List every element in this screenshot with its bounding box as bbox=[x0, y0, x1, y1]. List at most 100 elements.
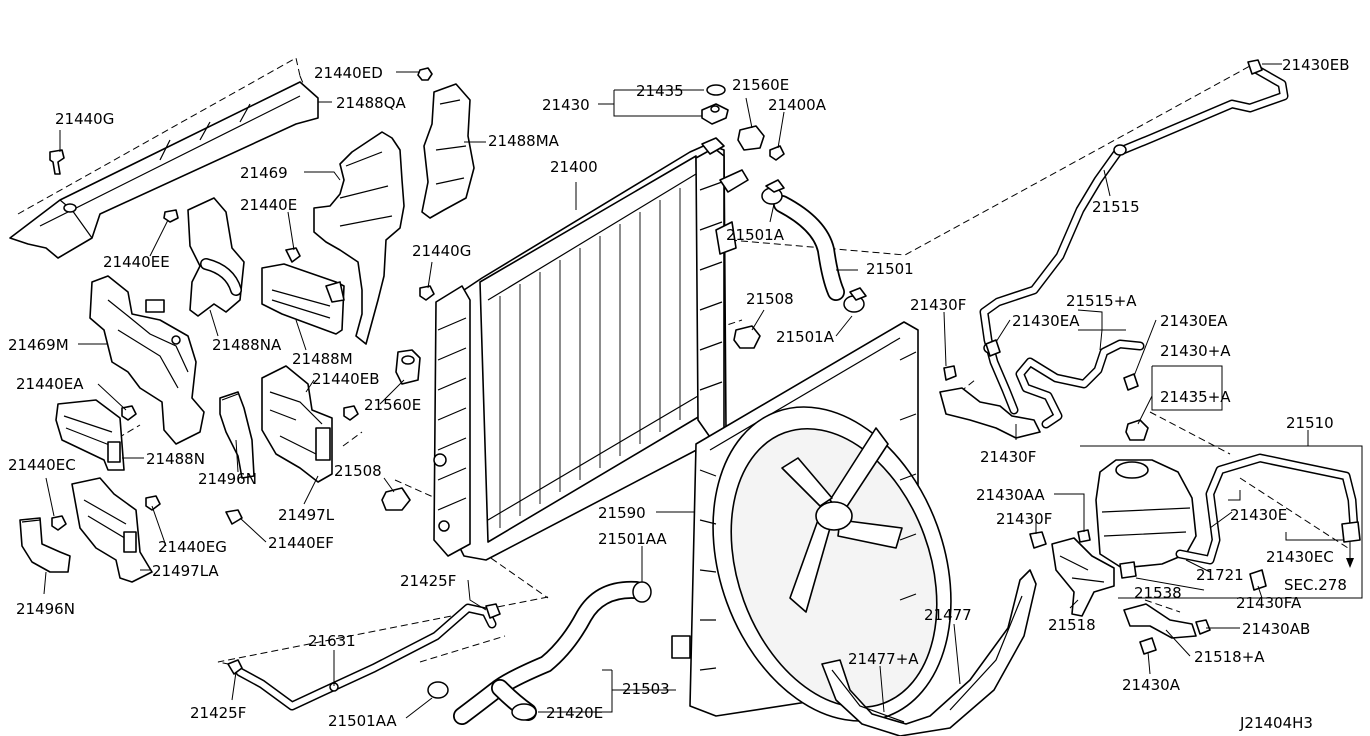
label-21510: 21510 bbox=[1286, 414, 1334, 432]
clip-21440E bbox=[285, 247, 301, 263]
clamp-21501A-bottom bbox=[843, 287, 867, 313]
label-21430A: 21430A bbox=[1122, 676, 1181, 694]
clamp-21501A-top bbox=[761, 179, 785, 205]
cap-21430 bbox=[701, 103, 729, 125]
leader-lines bbox=[43, 63, 1344, 719]
label-21469M: 21469M bbox=[8, 336, 69, 354]
label-21508-right: 21508 bbox=[746, 290, 794, 308]
label-21430F-middle: 21430F bbox=[980, 448, 1036, 466]
label-21430plusA: 21430+A bbox=[1160, 342, 1231, 360]
label-21440EA: 21440EA bbox=[16, 375, 84, 393]
label-21430F-upper: 21430F bbox=[910, 296, 966, 314]
label-21435: 21435 bbox=[636, 82, 684, 100]
label-21440E: 21440E bbox=[240, 196, 297, 214]
label-21440EE: 21440EE bbox=[103, 253, 170, 271]
shield-21488N bbox=[55, 399, 125, 471]
label-21560E-top: 21560E bbox=[732, 76, 789, 94]
label-21503: 21503 bbox=[622, 680, 670, 698]
deflector-21488MA bbox=[421, 83, 475, 219]
label-21400: 21400 bbox=[550, 158, 598, 176]
seal-21435 bbox=[706, 84, 726, 96]
clip-21430FA bbox=[1249, 569, 1267, 591]
label-21400A: 21400A bbox=[768, 96, 827, 114]
label-21560E-left: 21560E bbox=[364, 396, 421, 414]
upper-air-guide-21488QA bbox=[9, 81, 319, 259]
label-21501: 21501 bbox=[866, 260, 914, 278]
hose-clamp-21425F-end bbox=[227, 603, 501, 675]
mount-21560E-left bbox=[395, 349, 421, 385]
label-21430EA-left: 21430EA bbox=[1012, 312, 1080, 330]
label-21501AA-top: 21501AA bbox=[598, 530, 667, 548]
connector-21420E bbox=[511, 703, 537, 721]
clamp-21501AA-top bbox=[632, 581, 652, 603]
shield-21497LA bbox=[71, 477, 153, 583]
fan-shroud-21590 bbox=[671, 321, 952, 722]
label-21440G-left: 21440G bbox=[55, 110, 114, 128]
cap-21430plusA bbox=[1125, 419, 1149, 441]
diagram-code: J21404H3 bbox=[1239, 714, 1313, 732]
clip-21440EC bbox=[51, 515, 67, 531]
duct-21488NA bbox=[187, 197, 245, 317]
clip-21440G-left bbox=[49, 149, 65, 175]
clip-21430EA-left bbox=[985, 339, 1001, 357]
label-21440EG: 21440EG bbox=[158, 538, 227, 556]
mount-21560E-top bbox=[737, 125, 765, 151]
label-21435plusA: 21435+A bbox=[1160, 388, 1231, 406]
label-21508-left: 21508 bbox=[334, 462, 382, 480]
bolt-21430AA bbox=[1077, 529, 1091, 543]
lower-hose-21503 bbox=[453, 580, 645, 725]
label-21488M: 21488M bbox=[292, 350, 353, 368]
clip-21430EB bbox=[1247, 59, 1263, 75]
bracket-21488M bbox=[261, 263, 345, 335]
label-21430EA-right: 21430EA bbox=[1160, 312, 1228, 330]
upper-hose-21501 bbox=[773, 195, 845, 301]
bolt-21400A bbox=[769, 145, 785, 161]
label-21469: 21469 bbox=[240, 164, 288, 182]
label-21515plusA: 21515+A bbox=[1066, 292, 1137, 310]
label-21496N-lower: 21496N bbox=[16, 600, 75, 618]
bracket-21430F-upper bbox=[939, 365, 1041, 439]
label-21518: 21518 bbox=[1048, 616, 1096, 634]
duct-21496N-upper bbox=[219, 391, 255, 479]
mount-21508-right bbox=[733, 325, 761, 349]
label-21496N-upper: 21496N bbox=[198, 470, 257, 488]
radiator-21400 bbox=[433, 137, 749, 561]
label-21488MA: 21488MA bbox=[488, 132, 560, 150]
clip-21440EF bbox=[225, 509, 243, 525]
clip-21430EA-right bbox=[1123, 373, 1139, 391]
label-SEC278: SEC.278 bbox=[1284, 576, 1347, 594]
label-21430FA: 21430FA bbox=[1236, 594, 1302, 612]
air-duct-21477 bbox=[821, 569, 1037, 736]
label-21430: 21430 bbox=[542, 96, 590, 114]
label-21518plusA: 21518+A bbox=[1194, 648, 1265, 666]
clip-21440EB bbox=[343, 405, 359, 421]
label-21497L: 21497L bbox=[278, 506, 335, 524]
label-21515: 21515 bbox=[1092, 198, 1140, 216]
label-21631: 21631 bbox=[308, 632, 356, 650]
mount-21508-left bbox=[381, 487, 411, 511]
clip-21440EE bbox=[163, 209, 179, 223]
seal-21469 bbox=[313, 131, 405, 345]
clamp-21501AA-bottom bbox=[427, 681, 449, 699]
pipe-21631 bbox=[235, 603, 497, 711]
bolt-21430AB bbox=[1195, 619, 1211, 635]
label-21440ED: 21440ED bbox=[314, 64, 383, 82]
clip-21440ED bbox=[417, 67, 433, 81]
label-21477plusA: 21477+A bbox=[848, 650, 919, 668]
reservoir-group-21510 bbox=[1080, 445, 1363, 599]
fan-blades bbox=[781, 427, 903, 613]
label-21440EC: 21440EC bbox=[8, 456, 76, 474]
label-21488QA: 21488QA bbox=[336, 94, 407, 112]
bracket-21518plusA bbox=[1123, 603, 1197, 639]
label-21590: 21590 bbox=[598, 504, 646, 522]
label-21538: 21538 bbox=[1134, 584, 1182, 602]
label-21501AA-bottom: 21501AA bbox=[328, 712, 397, 730]
label-21425F-top: 21425F bbox=[400, 572, 456, 590]
label-21430E: 21430E bbox=[1230, 506, 1287, 524]
label-21430AB: 21430AB bbox=[1242, 620, 1310, 638]
bolt-21430A bbox=[1139, 637, 1157, 655]
label-21501A-bottom: 21501A bbox=[776, 328, 835, 346]
side-air-guide-21469M bbox=[89, 275, 205, 445]
label-21497LA: 21497LA bbox=[152, 562, 219, 580]
